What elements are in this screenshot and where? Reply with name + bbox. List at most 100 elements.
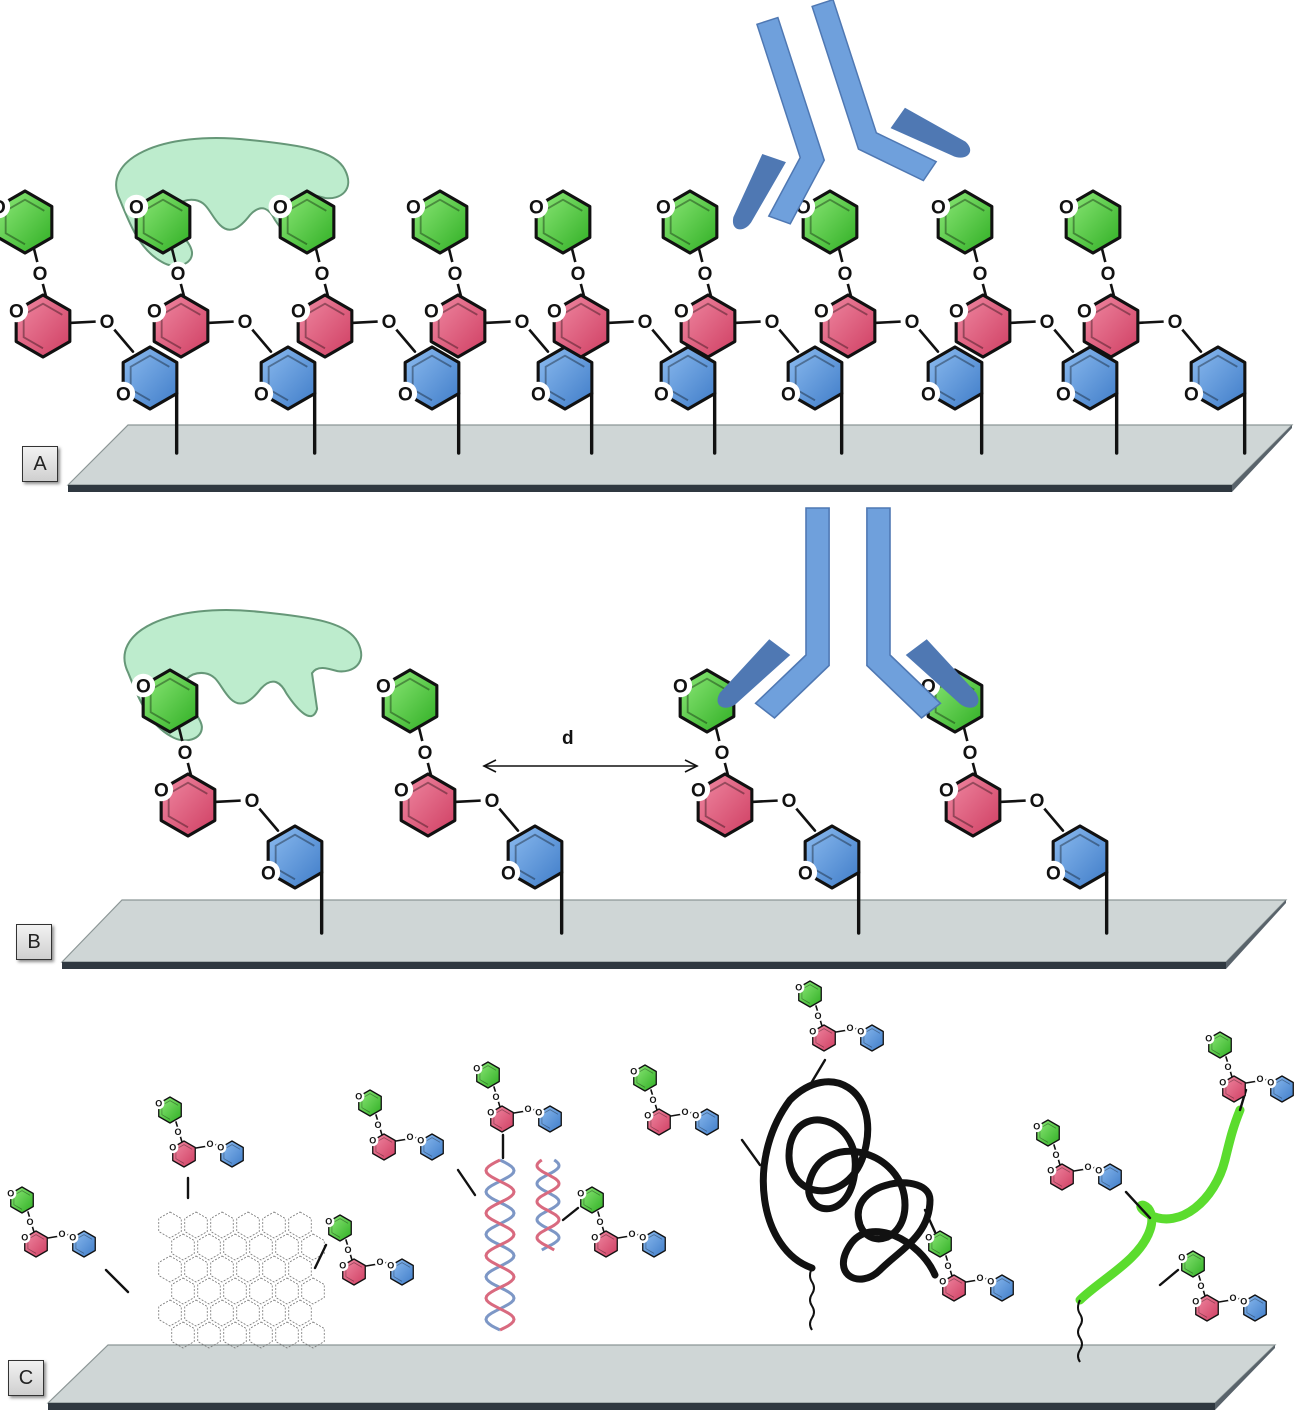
glycosidic-oxygen-label: O (515, 312, 530, 333)
glycosidic-oxygen-bg (372, 1119, 384, 1131)
glucose-ring-blue (786, 345, 844, 411)
ring-oxygen-label: O (1184, 384, 1199, 405)
glucose-ring-blue (259, 345, 317, 411)
ring-oxygen-label: O (921, 384, 936, 405)
ring-oxygen-bg (1238, 1295, 1250, 1308)
surface-edge (48, 1403, 1215, 1410)
ring-oxygen-bg (131, 673, 156, 698)
ring-bevel (411, 354, 452, 402)
ring-oxygen-bg (533, 1106, 545, 1119)
glycosidic-oxygen-bg (480, 788, 504, 812)
ring-oxygen-label: O (691, 780, 706, 801)
ring-oxygen-bg (542, 298, 567, 323)
glycosidic-oxygen-label: O (973, 264, 988, 285)
ring-oxygen-bg (401, 194, 426, 219)
glycosidic-oxygen-bg (974, 1272, 986, 1284)
dendrimer-unit (275, 1321, 299, 1349)
glycosidic-oxygen-bg (626, 1228, 638, 1240)
ring-oxygen-label: O (949, 301, 964, 322)
dna-linker (456, 1168, 477, 1197)
polymer-chain (759, 1078, 939, 1283)
dendrimer-unit (236, 1211, 260, 1239)
ring-oxygen-label: O (254, 384, 269, 405)
ring-oxygen-bg (149, 777, 174, 802)
dendrimer-unit (288, 1211, 312, 1239)
ring-oxygen-bg (669, 298, 694, 323)
ring-oxygen-label: O (473, 1064, 480, 1074)
glucose-ring-blue (926, 345, 984, 411)
glycosidic-oxygen-bg (633, 309, 657, 333)
ring-oxygen-label: O (1047, 1166, 1054, 1176)
glycosidic-oxygen-label: O (178, 743, 193, 764)
antibody (732, 0, 971, 230)
polymer-linker (808, 1058, 827, 1087)
glucose-ring-blue (121, 345, 179, 411)
ring-oxygen-bg (1072, 298, 1097, 323)
glycosidic-oxygen-bg (166, 261, 190, 285)
ring-oxygen-bg (4, 298, 29, 323)
ring-oxygen-label: O (1205, 1034, 1212, 1044)
ring-oxygen-bg (419, 298, 444, 323)
ring-oxygen-label: O (369, 1136, 376, 1146)
ring-oxygen-label: O (654, 384, 669, 405)
panel-label-a: A (22, 446, 58, 482)
ring-oxygen-label: O (644, 1111, 651, 1121)
glass-slide-surface (60, 899, 1288, 969)
glycosidic-oxygen-bg (342, 1244, 354, 1256)
ring-oxygen-label: O (325, 1217, 332, 1227)
glycosidic-oxygen-label: O (1040, 312, 1055, 333)
glycosidic-oxygen-label: O (963, 743, 978, 764)
ring-oxygen-label: O (1033, 1122, 1040, 1132)
ring-oxygen-bg (690, 1109, 702, 1122)
glycosidic-oxygen-label: O (628, 1229, 635, 1239)
dendrimer-unit (210, 1255, 234, 1283)
ring-oxygen-bg (367, 1134, 379, 1147)
ring-oxygen-bg (926, 194, 951, 219)
glycosidic-oxygen-bg (522, 1103, 534, 1115)
ring-oxygen-label: O (673, 676, 688, 697)
ring-oxygen-label: O (273, 197, 288, 218)
dendrimer-linker (104, 1268, 130, 1294)
ring-oxygen-bg (385, 1259, 397, 1272)
dna-linker (561, 1206, 580, 1222)
glycosidic-oxygen-bg (1035, 309, 1059, 333)
ring-oxygen-bg (793, 860, 818, 885)
ring-oxygen-bg (1045, 1164, 1057, 1177)
surface-side (1226, 900, 1286, 969)
ring-oxygen-bg (1179, 381, 1204, 406)
ring-oxygen-label: O (339, 1261, 346, 1271)
dendrimer-unit (249, 1233, 273, 1261)
ring-oxygen-label: O (1240, 1297, 1247, 1307)
glucose-ring-blue (659, 345, 717, 411)
ring-oxygen-bg (471, 1062, 483, 1075)
ring-oxygen-label: O (798, 863, 813, 884)
ring-oxygen-bg (415, 1134, 427, 1147)
ring-oxygen-label: O (577, 1189, 584, 1199)
glycosidic-oxygen-label: O (715, 743, 730, 764)
glycosidic-oxygen-bg (679, 1106, 691, 1118)
dendrimer-unit (210, 1211, 234, 1239)
ring-oxygen-label: O (406, 197, 421, 218)
ring-oxygen-bg (793, 981, 805, 994)
glycosidic-oxygen-bg (958, 740, 982, 764)
ring-oxygen-label: O (69, 1233, 76, 1243)
ring-bevel (934, 354, 975, 402)
glycosidic-oxygen-label: O (596, 1217, 603, 1227)
antibody-light-chain (905, 639, 979, 708)
glycosidic-oxygen-bg (490, 1091, 502, 1103)
peptide-helix (1075, 1105, 1245, 1363)
glycosidic-oxygen-bg (404, 1131, 416, 1143)
glycosidic-oxygen-bg (173, 740, 197, 764)
ring-oxygen-label: O (529, 197, 544, 218)
glycosidic-oxygen-label: O (976, 1273, 983, 1283)
ring-oxygen-bg (776, 381, 801, 406)
antibody-heavy-chain (811, 0, 938, 182)
ring-oxygen-bg (985, 1275, 997, 1288)
